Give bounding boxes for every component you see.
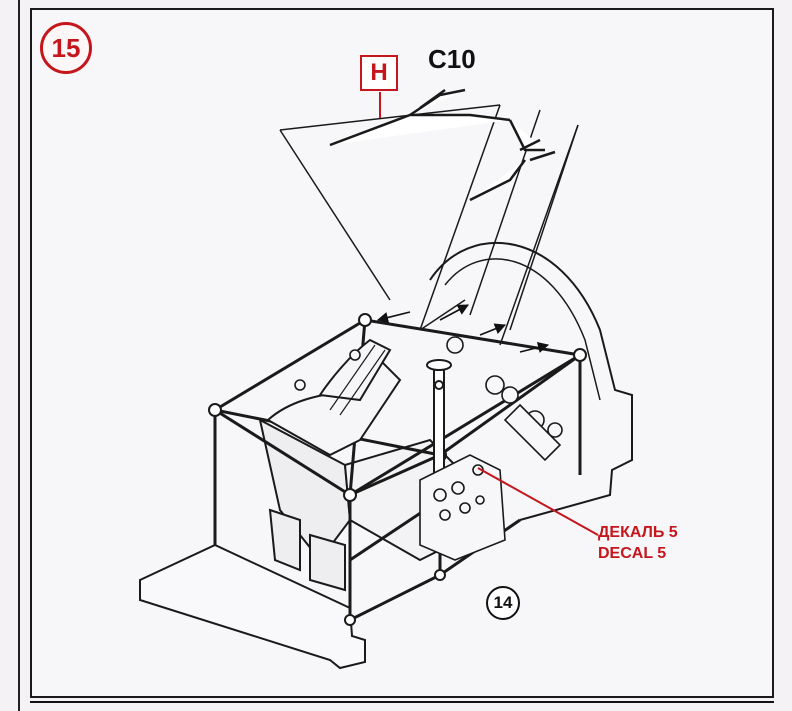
- driver-seat: [266, 338, 402, 457]
- decal-callout: ДЕКАЛЬ 5 DECAL 5: [598, 522, 678, 564]
- left-margin-rule: [0, 0, 22, 711]
- pedal-box: [268, 508, 346, 592]
- floor-plate: [139, 543, 366, 670]
- c10-tubes: [329, 88, 556, 202]
- instrument-panel: [419, 454, 506, 561]
- part-h-label: H: [370, 59, 388, 86]
- rear-bulkhead: [429, 241, 633, 521]
- c10-roll-bar: [279, 104, 579, 346]
- step-number: 15: [51, 32, 81, 63]
- part-c10-label: C10: [428, 44, 476, 74]
- step-number-badge: 15: [40, 22, 92, 74]
- side-pan: [258, 418, 352, 562]
- reference-step-number: 14: [493, 593, 513, 612]
- panel-bottom-rule: [30, 701, 774, 703]
- decal-label-en: DECAL 5: [598, 545, 667, 562]
- decal-label-ru: ДЕКАЛЬ 5: [598, 524, 678, 541]
- decal-leader: [477, 467, 599, 536]
- reference-step-badge: 14: [486, 586, 520, 620]
- rear-components: [294, 336, 563, 462]
- part-h-callout: H: [360, 55, 398, 91]
